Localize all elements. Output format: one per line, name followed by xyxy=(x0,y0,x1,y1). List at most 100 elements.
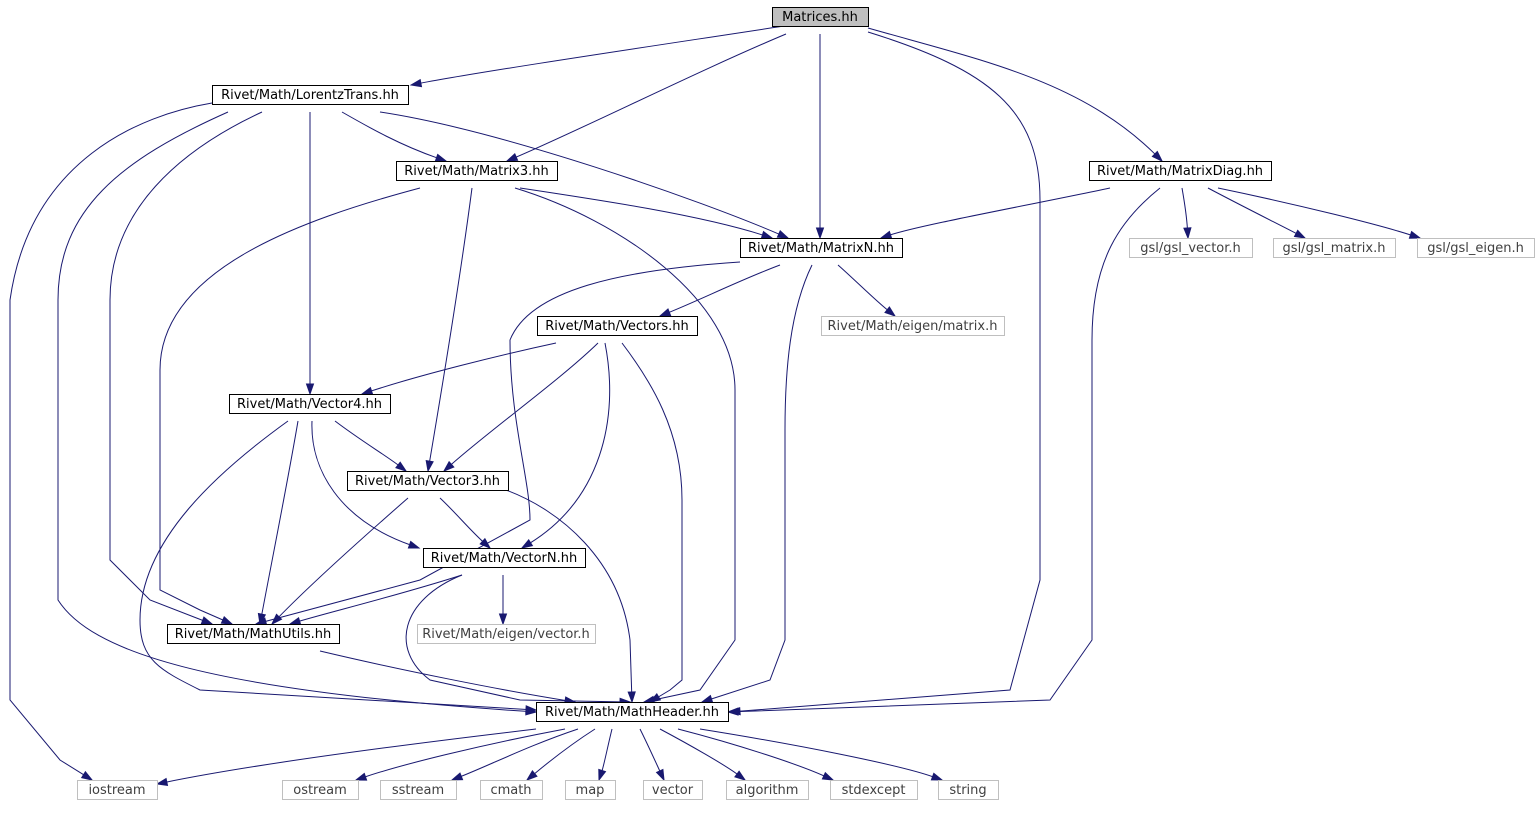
node-matrixdiag[interactable]: Rivet/Math/MatrixDiag.hh xyxy=(1089,161,1272,181)
node-box xyxy=(772,7,869,27)
node-vector3[interactable]: Rivet/Math/Vector3.hh xyxy=(347,471,509,491)
arrowhead-icon xyxy=(288,616,302,626)
edge-line xyxy=(419,25,785,84)
edge-matrix3-to-matrixn xyxy=(519,187,774,239)
edge-lorentz-to-mathutils xyxy=(109,111,263,625)
edge-mathheader-to-string xyxy=(699,728,944,781)
node-vectorn[interactable]: Rivet/Math/VectorN.hh xyxy=(423,548,586,568)
node-matrices[interactable]: Matrices.hh xyxy=(772,7,869,27)
edge-line xyxy=(1181,187,1188,230)
edge-line xyxy=(460,728,579,778)
edge-mathheader-to-algorithm xyxy=(659,728,747,781)
edge-vector4-to-vectorn xyxy=(311,420,421,549)
node-matrix3[interactable]: Rivet/Math/Matrix3.hh xyxy=(396,161,558,181)
arrowhead-icon xyxy=(409,78,423,88)
node-label: Rivet/Math/MathUtils.hh xyxy=(175,627,331,642)
edge-matrixdiag-to-gsl_vector xyxy=(1181,187,1192,240)
arrowhead-icon xyxy=(434,153,448,162)
edge-line xyxy=(429,187,473,463)
node-vector4[interactable]: Rivet/Math/Vector4.hh xyxy=(229,394,391,414)
node-gsl_vector: gsl/gsl_vector.h xyxy=(1129,238,1253,258)
arrowhead-icon xyxy=(479,537,492,550)
arrowhead-icon xyxy=(760,230,774,239)
node-label: map xyxy=(576,783,605,798)
edge-vector3-to-vectorn xyxy=(439,497,492,550)
edge-line xyxy=(298,574,463,622)
node-vectors[interactable]: Rivet/Math/Vectors.hh xyxy=(537,316,698,336)
edge-matrices-to-matrixdiag xyxy=(867,27,1164,163)
node-box xyxy=(536,702,729,722)
arrowhead-icon xyxy=(354,772,368,781)
node-box xyxy=(1273,238,1396,258)
edge-line xyxy=(677,728,826,777)
edge-line xyxy=(9,102,213,776)
node-mathheader[interactable]: Rivet/Math/MathHeader.hh xyxy=(536,702,729,722)
arrowhead-icon xyxy=(658,308,672,317)
edge-line xyxy=(505,489,633,694)
edge-line xyxy=(264,261,741,623)
edge-lorentz-to-vector4 xyxy=(305,112,315,396)
edge-matrixn-to-vectors xyxy=(658,264,781,317)
node-box xyxy=(726,780,809,800)
node-box xyxy=(565,780,616,800)
node-box xyxy=(77,780,158,800)
edge-lorentz-to-matrix3 xyxy=(341,111,448,162)
edge-matrix3-to-vector3 xyxy=(425,187,473,473)
node-box xyxy=(347,471,509,491)
edge-line xyxy=(659,728,739,776)
edge-line xyxy=(837,264,889,311)
edge-line xyxy=(1207,187,1298,235)
node-box xyxy=(938,780,999,800)
node-label: string xyxy=(949,783,986,798)
edge-vectors-to-vector3 xyxy=(442,342,599,472)
edge-vector4-to-mathheader xyxy=(139,420,538,714)
arrowhead-icon xyxy=(395,461,408,472)
arrowhead-icon xyxy=(220,615,234,625)
edges-layer xyxy=(9,25,1422,786)
edge-vectors-to-vectorn xyxy=(520,342,611,549)
node-string: string xyxy=(938,780,999,800)
arrowhead-icon xyxy=(1151,150,1164,163)
node-label: Matrices.hh xyxy=(782,10,858,25)
node-mathutils[interactable]: Rivet/Math/MathUtils.hh xyxy=(167,624,340,644)
edge-line xyxy=(519,187,764,236)
node-gsl_matrix: gsl/gsl_matrix.h xyxy=(1273,238,1396,258)
node-label: gsl/gsl_eigen.h xyxy=(1427,241,1524,256)
arrowhead-icon xyxy=(525,705,538,714)
arrowhead-icon xyxy=(155,777,169,786)
edge-mathheader-to-vector xyxy=(639,728,665,782)
arrowhead-icon xyxy=(270,613,283,626)
edge-line xyxy=(601,728,613,772)
edge-line xyxy=(439,497,484,543)
node-label: cmath xyxy=(490,783,531,798)
arrowhead-icon xyxy=(257,612,267,626)
edge-line xyxy=(311,420,411,546)
node-label: gsl/gsl_matrix.h xyxy=(1283,241,1386,256)
edge-mathheader-to-map xyxy=(598,728,613,782)
edge-matrixn-to-eigen_matrix xyxy=(837,264,897,317)
node-box xyxy=(643,780,703,800)
edge-matrices-to-matrixn xyxy=(815,34,825,240)
node-box xyxy=(167,624,340,644)
edge-line xyxy=(139,420,528,710)
node-label: gsl/gsl_vector.h xyxy=(1140,241,1241,256)
arrowhead-icon xyxy=(505,153,519,162)
node-stdexcept: stdexcept xyxy=(830,780,918,800)
node-label: Rivet/Math/Vector3.hh xyxy=(355,474,500,489)
node-label: Rivet/Math/MathHeader.hh xyxy=(545,705,719,720)
edge-lorentz-to-matrixn xyxy=(379,111,790,239)
node-box xyxy=(1417,238,1535,258)
edge-mathheader-to-sstream xyxy=(450,728,579,781)
node-lorentz[interactable]: Rivet/Math/LorentzTrans.hh xyxy=(212,85,409,105)
edge-line xyxy=(529,342,611,544)
arrowhead-icon xyxy=(525,770,538,781)
edge-line xyxy=(334,420,400,466)
arrowhead-icon xyxy=(821,771,835,781)
edge-line xyxy=(277,497,409,618)
node-box xyxy=(380,780,457,800)
edge-vectorn-to-eigen_vector xyxy=(498,575,508,626)
edge-line xyxy=(379,111,780,235)
node-matrixn[interactable]: Rivet/Math/MatrixN.hh xyxy=(740,238,903,258)
edge-vector4-to-vector3 xyxy=(334,420,408,472)
